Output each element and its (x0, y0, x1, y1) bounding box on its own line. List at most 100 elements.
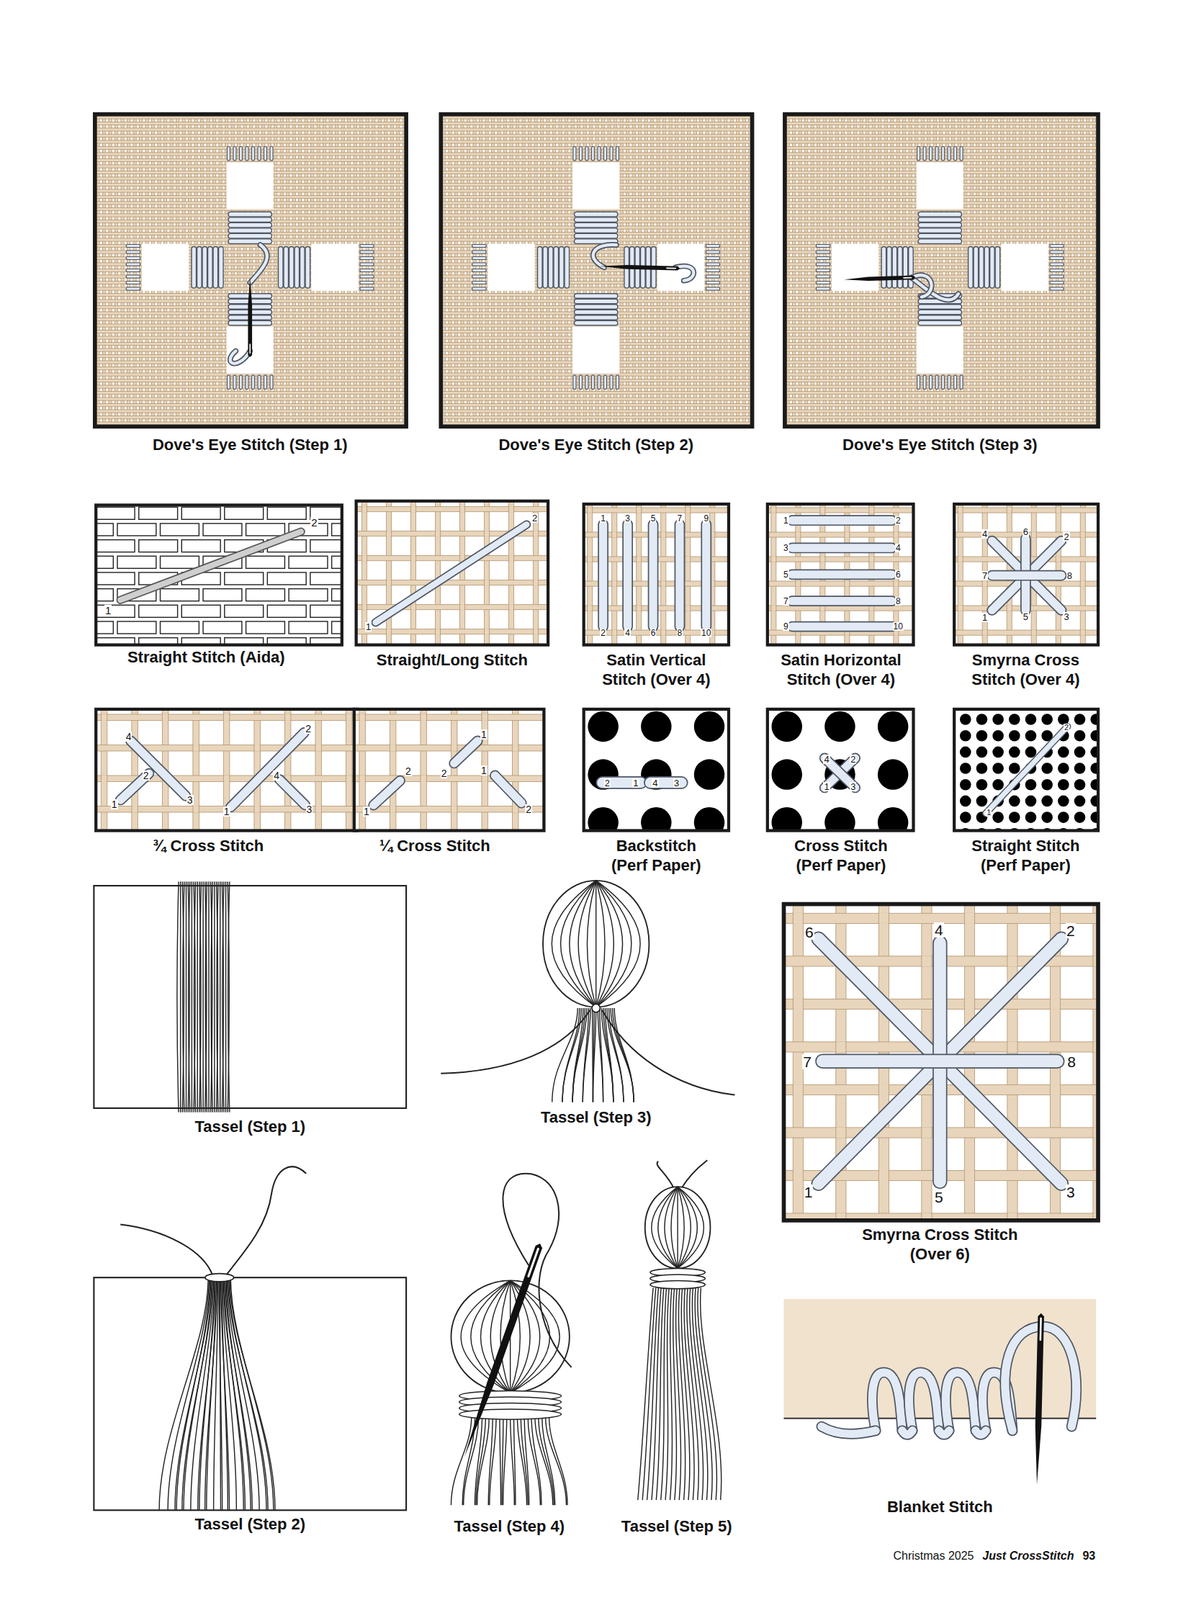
satin-horizontal-illustration (767, 504, 914, 646)
fabric (138, 506, 178, 520)
stitch-caption: Smyrna Cross Stitch (Over 4) (960, 650, 1091, 690)
thread-stitch (935, 147, 939, 160)
fabric (959, 762, 972, 775)
fabric (964, 998, 975, 1010)
callout-number: 1 (480, 765, 488, 776)
thread-stitch (553, 249, 559, 286)
thread-stitch (923, 147, 927, 160)
fabric (440, 133, 752, 137)
label-holder: 1 (480, 765, 488, 776)
thread-stitch (120, 531, 301, 600)
fabric (410, 555, 412, 561)
callout-number: 5 (650, 514, 657, 523)
fabric (101, 714, 108, 721)
fabric (660, 630, 662, 636)
tassel-step1-illustration (182, 881, 184, 1112)
thread-stitch (576, 322, 616, 324)
thread-stitch (603, 147, 608, 160)
thread-stitch (454, 740, 479, 764)
thread-stitch (936, 376, 937, 389)
fabric (770, 605, 772, 612)
thread-stitch (127, 269, 139, 272)
thread-stitch (1051, 256, 1063, 260)
fabric (976, 746, 988, 759)
fabric (976, 713, 988, 726)
thread-stitch (792, 543, 893, 552)
thread-stitch (473, 268, 486, 273)
fabric (640, 605, 642, 612)
fabric (1057, 762, 1070, 775)
thread-stitch (120, 531, 301, 600)
thread-stitch (891, 249, 898, 286)
thread-stitch (252, 147, 254, 160)
fabric (982, 630, 983, 636)
fabric (410, 604, 412, 610)
fabric (684, 605, 686, 612)
fabric (771, 504, 777, 646)
thread-stitch (1051, 286, 1063, 291)
thread-stitch (604, 147, 607, 160)
fabric (246, 555, 286, 569)
label-holder: 1 (632, 778, 639, 788)
thread-stitch (650, 776, 682, 790)
thread-stitch (954, 147, 957, 160)
thread-stitch (279, 779, 305, 806)
tassel-step5-illustration (691, 1287, 708, 1500)
thread-stitch (257, 376, 261, 389)
needle (666, 267, 676, 269)
thread-stitch (989, 249, 996, 286)
fabric (395, 744, 397, 752)
thread-stitch (1051, 245, 1063, 247)
label-holder: 2 (599, 628, 607, 638)
thread-stitch (572, 147, 577, 160)
fabric (508, 506, 510, 512)
fabric (792, 913, 794, 924)
fabric (366, 555, 368, 561)
fabric (916, 162, 964, 209)
tassel-step4-illustration (514, 1416, 516, 1505)
thread-stitch (817, 269, 829, 272)
tassel-step1-illustration (199, 881, 201, 1112)
fabric (1031, 532, 1032, 538)
fabric (1041, 795, 1053, 808)
fabric (95, 403, 407, 407)
fabric (958, 507, 963, 514)
needle (599, 264, 680, 271)
needle (464, 1243, 543, 1458)
thread-stitch (565, 249, 569, 286)
blanket-stitch-illustration (783, 1299, 1096, 1485)
thread-stitch (604, 376, 607, 389)
fabric (315, 805, 322, 813)
fabric (784, 140, 1099, 144)
fabric (878, 913, 880, 924)
fabric (771, 507, 776, 514)
fabric (587, 507, 592, 514)
thread-stitch (920, 229, 960, 231)
fabric (361, 506, 363, 512)
thread-stitch (817, 257, 829, 260)
fabric (714, 581, 716, 587)
thread-stitch (817, 288, 829, 289)
thread-stitch (361, 262, 373, 266)
thread-stitch (251, 376, 255, 389)
thread-stitch (707, 280, 719, 285)
fabric (921, 955, 932, 967)
thread-stitch (576, 228, 616, 233)
fabric (198, 805, 200, 813)
thread-stitch (920, 321, 960, 325)
fabric (484, 501, 490, 646)
fabric (1092, 1041, 1094, 1053)
fabric (974, 998, 975, 1010)
fabric (685, 507, 690, 514)
thread-stitch (230, 223, 270, 227)
thread-stitch (954, 147, 956, 160)
thread-stitch (127, 268, 139, 273)
thread-stitch (270, 376, 272, 389)
thread-stitch (615, 376, 620, 389)
thread-stitch (920, 303, 960, 310)
fabric (192, 744, 193, 752)
thread-stitch (576, 212, 616, 217)
stitch-caption: Tassel (Step 5) (621, 1516, 733, 1537)
thread-stitch (975, 249, 977, 286)
thread-stitch (679, 524, 680, 627)
